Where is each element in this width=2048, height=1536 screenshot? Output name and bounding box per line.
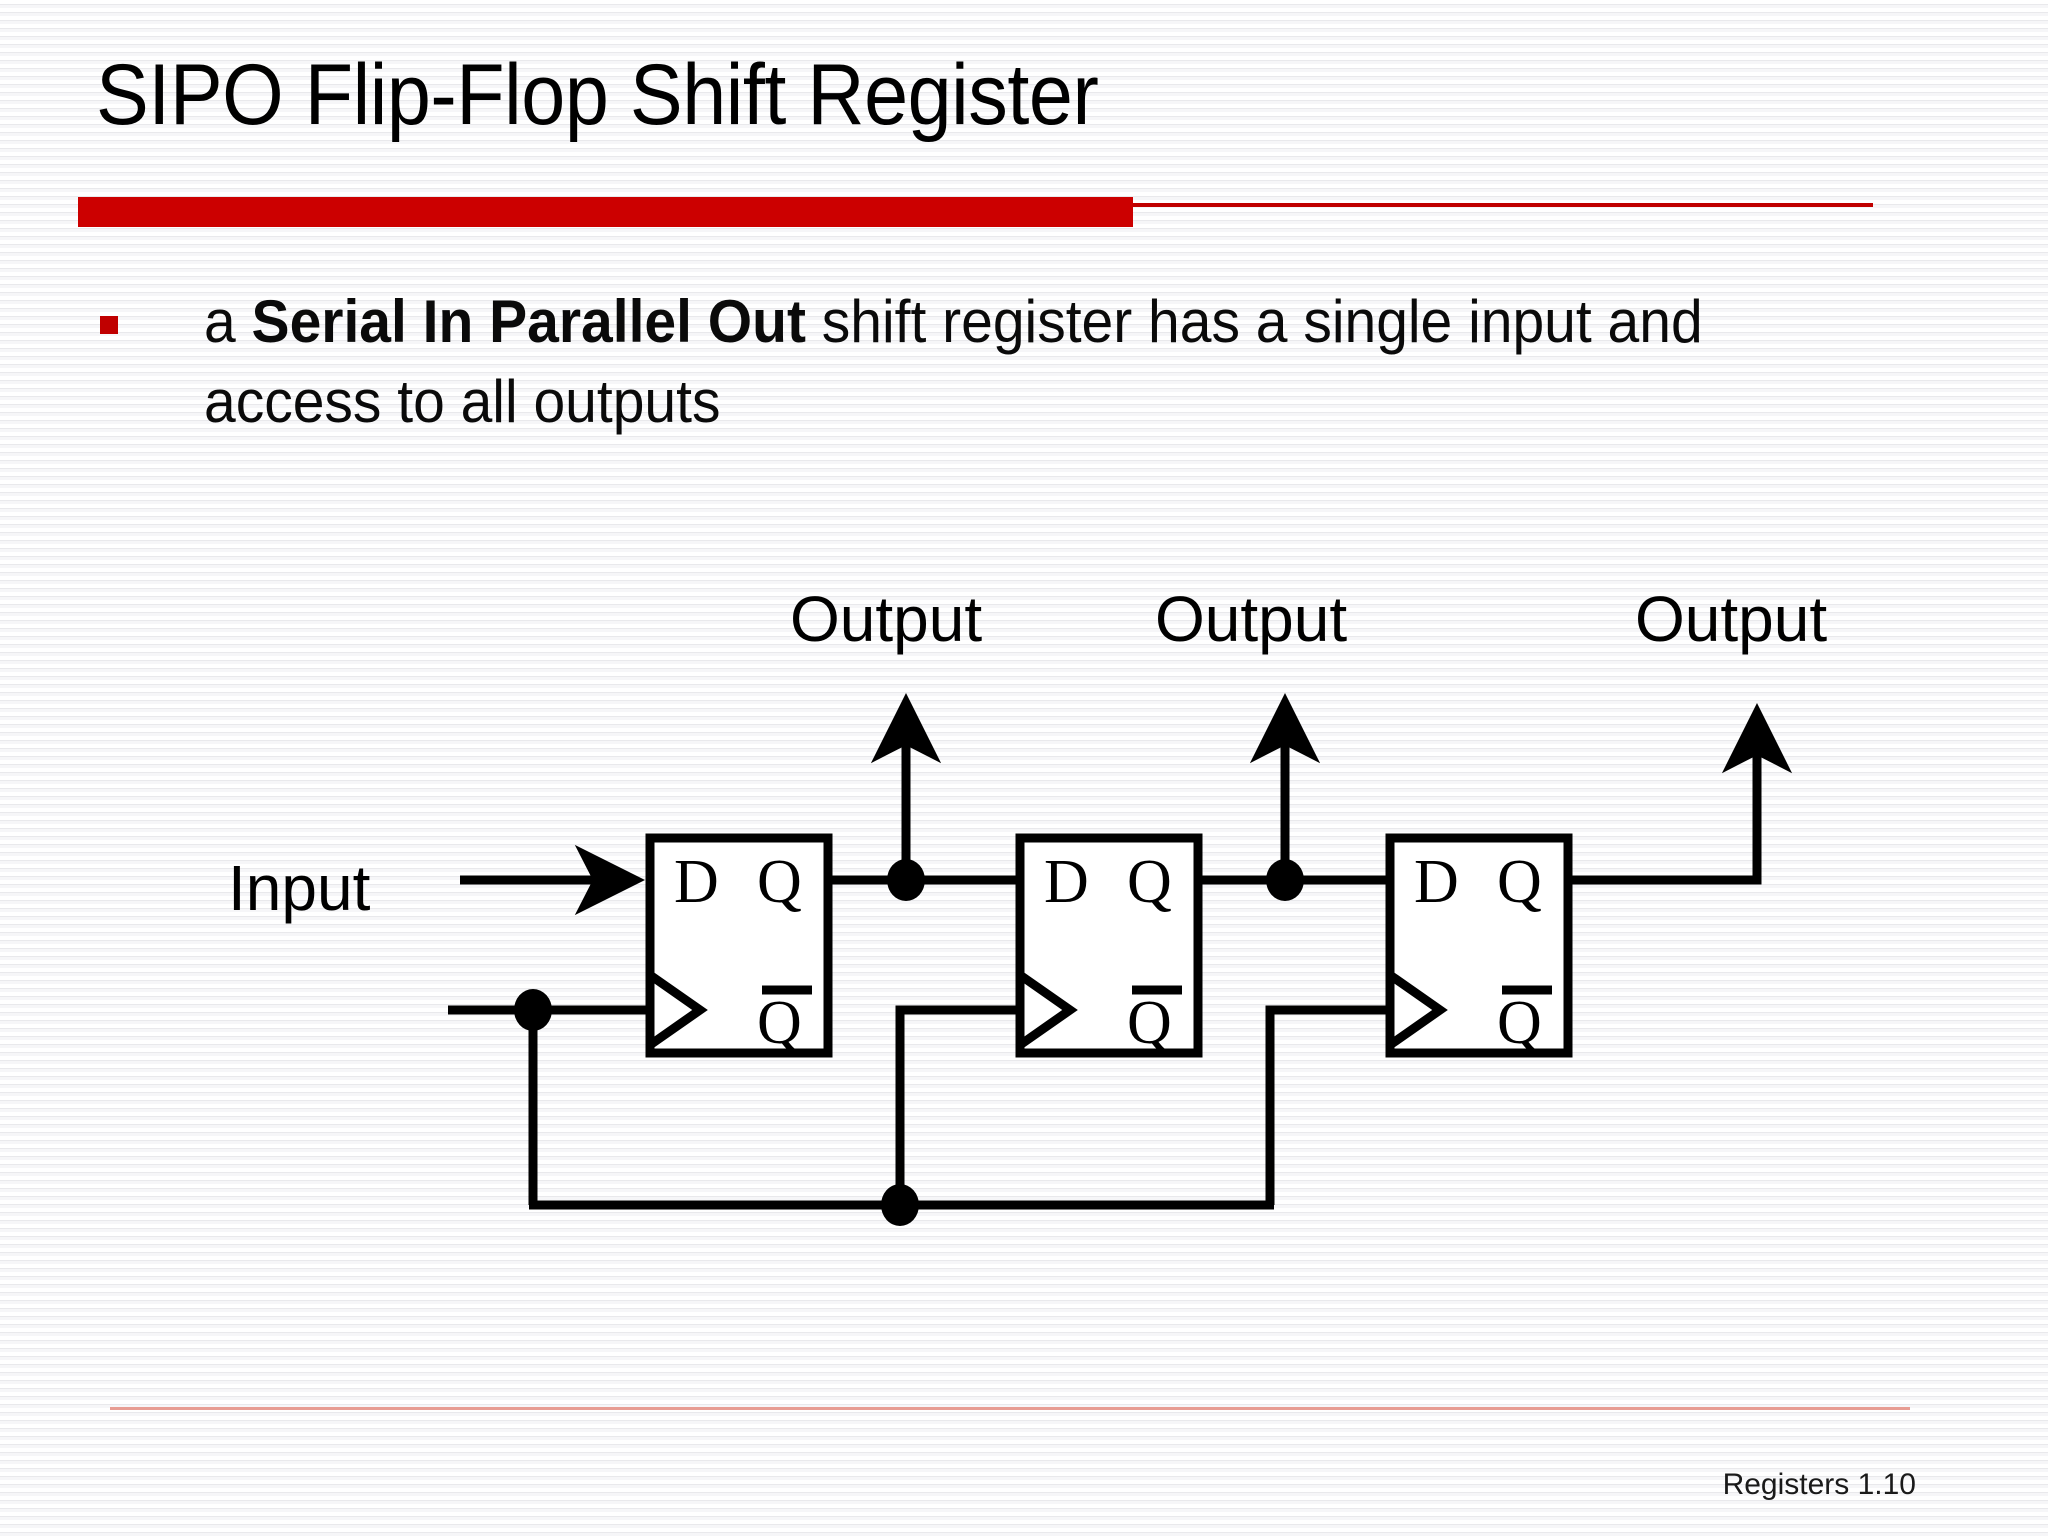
flipflop-3-box: [1385, 833, 1573, 1058]
clock-branch-ff3: [1265, 1005, 1390, 1205]
output-2-label: Output: [1155, 583, 1348, 655]
footer-divider: [110, 1407, 1910, 1410]
bullet-text-emphasis: Serial In Parallel Out: [251, 288, 806, 355]
flipflop-3-q-label: Q: [1497, 848, 1542, 916]
flipflop-2-d-label: D: [1044, 848, 1089, 916]
junction-dot-output-1: [887, 859, 925, 901]
bullet-item-text: a Serial In Parallel Out shift register …: [204, 282, 1819, 442]
page-title: SIPO Flip-Flop Shift Register: [96, 47, 1099, 143]
flipflop-2-qbar-label: Q: [1127, 989, 1172, 1057]
junction-dots: [514, 859, 1304, 1226]
junction-dot-clock-source: [514, 989, 552, 1031]
flipflop-3-clock-triangle-icon: [1387, 971, 1448, 1049]
footer-slide-number: Registers 1.10: [1722, 1468, 1916, 1501]
bullet-marker-icon: [100, 316, 118, 334]
flipflop-1-box: [645, 833, 833, 1058]
bullet-text-pre: a: [204, 288, 252, 355]
output-3-arrow: [1568, 702, 1793, 885]
flipflop-1-d-label: D: [674, 848, 719, 916]
flipflop-3-qbar-label: Q: [1497, 989, 1542, 1057]
flipflop-2-clock-triangle-icon: [1017, 971, 1078, 1049]
bullet-text-post: shift register has a single: [805, 288, 1453, 355]
flipflop-1-q-label: Q: [757, 848, 802, 916]
clock-branch-ff2: [895, 1005, 1020, 1205]
title-rule-thick: [78, 197, 1133, 227]
output-3-label: Output: [1635, 583, 1828, 655]
flipflop-1-clock-triangle-icon: [647, 971, 708, 1049]
junction-dot-output-2: [1266, 859, 1304, 901]
flipflop-3-d-label: D: [1414, 848, 1459, 916]
output-1-label: Output: [790, 583, 983, 655]
flipflop-2-box: [1015, 833, 1203, 1058]
junction-dot-clock-bus: [881, 1184, 919, 1226]
flipflop-1-qbar-label: Q: [757, 989, 802, 1057]
bullet-text-line2: input and access to all outputs: [204, 288, 1703, 435]
input-label: Input: [228, 852, 371, 924]
flipflop-pin-labels: D Q Q D Q Q D Q Q: [674, 848, 1542, 1057]
flipflop-2-q-label: Q: [1127, 848, 1172, 916]
